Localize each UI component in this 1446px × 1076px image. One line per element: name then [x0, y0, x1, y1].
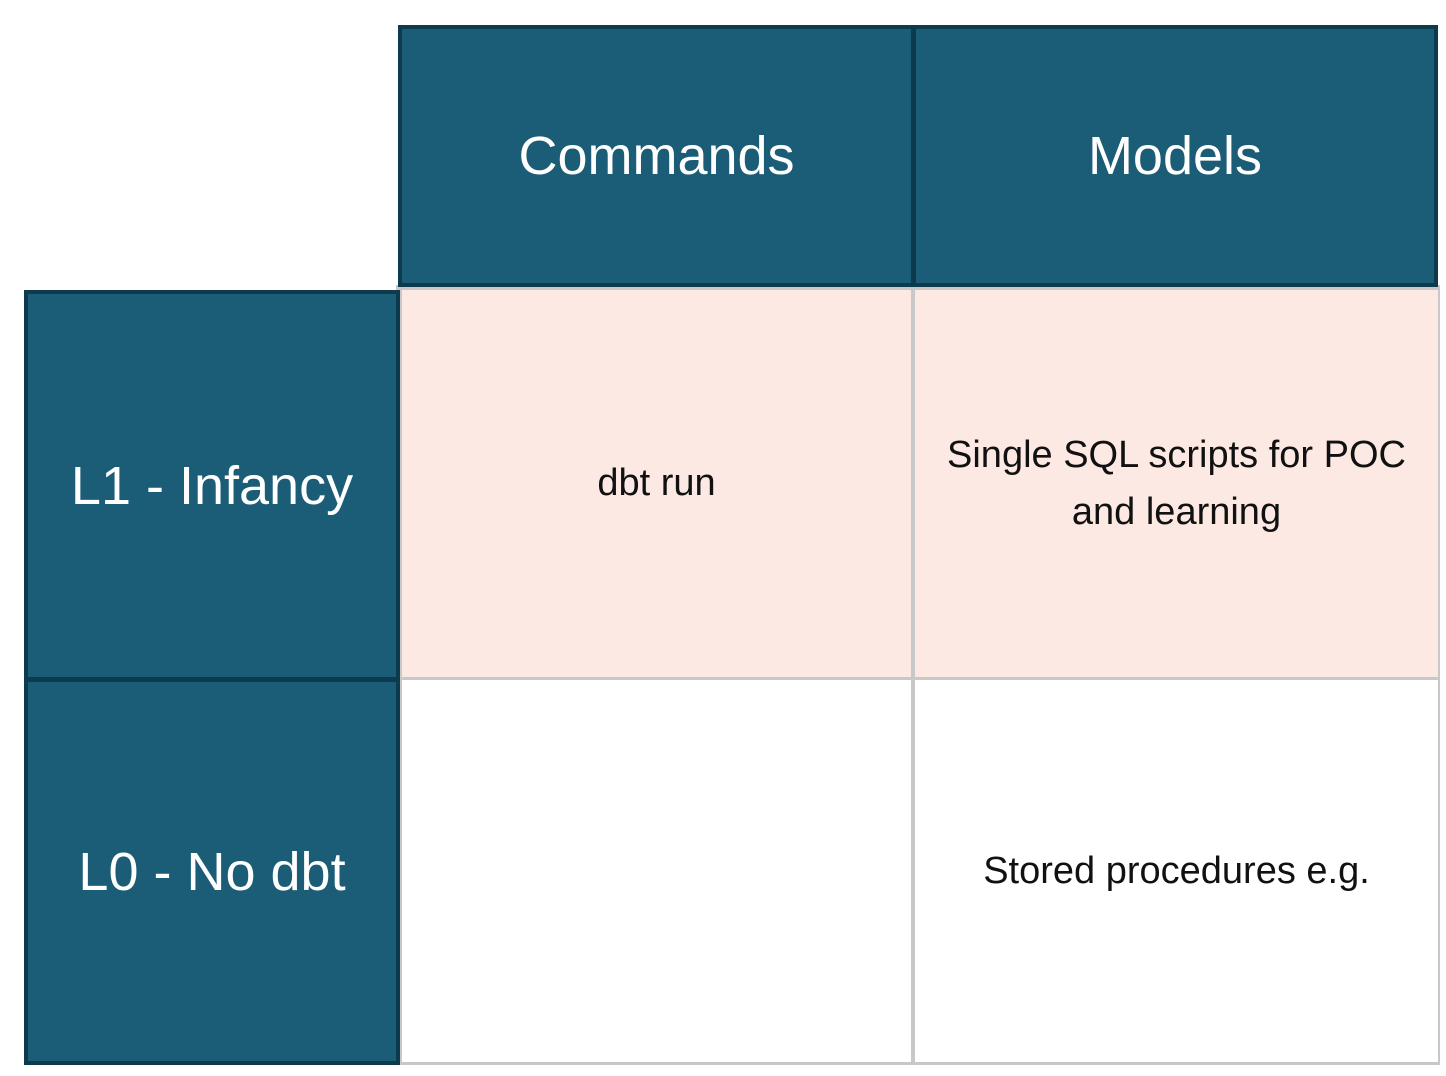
- row-header-label: L0 - No dbt: [78, 841, 346, 902]
- row-header-band: L1 - Infancy L0 - No dbt: [24, 290, 400, 1065]
- cell-text: Single SQL scripts for POC: [947, 433, 1406, 476]
- cell-text: Stored procedures e.g.: [983, 849, 1370, 892]
- cell-l0-models: Stored procedures e.g.: [915, 680, 1438, 1062]
- cell-l1-models: Single SQL scripts for POC and learning: [915, 290, 1438, 677]
- cell-text: and learning: [1071, 490, 1282, 533]
- cell-text: dbt run: [597, 462, 716, 504]
- row-header-divider: [28, 677, 396, 682]
- row-header-l1-infancy: L1 - Infancy: [28, 294, 396, 677]
- matrix-grid: dbt run Single SQL scripts for POC and l…: [396, 285, 1440, 1065]
- column-header-divider: [911, 29, 916, 283]
- column-header-models: Models: [916, 29, 1434, 283]
- cell-l0-commands: [402, 680, 911, 1062]
- column-header-label: Models: [1087, 126, 1263, 186]
- column-header-band: Commands Models: [398, 25, 1438, 287]
- row-header-l0-no-dbt: L0 - No dbt: [28, 682, 396, 1061]
- column-header-label: Commands: [518, 126, 795, 186]
- cell-l1-commands: dbt run: [402, 290, 911, 677]
- column-header-commands: Commands: [402, 29, 911, 283]
- row-header-label: L1 - Infancy: [70, 455, 354, 516]
